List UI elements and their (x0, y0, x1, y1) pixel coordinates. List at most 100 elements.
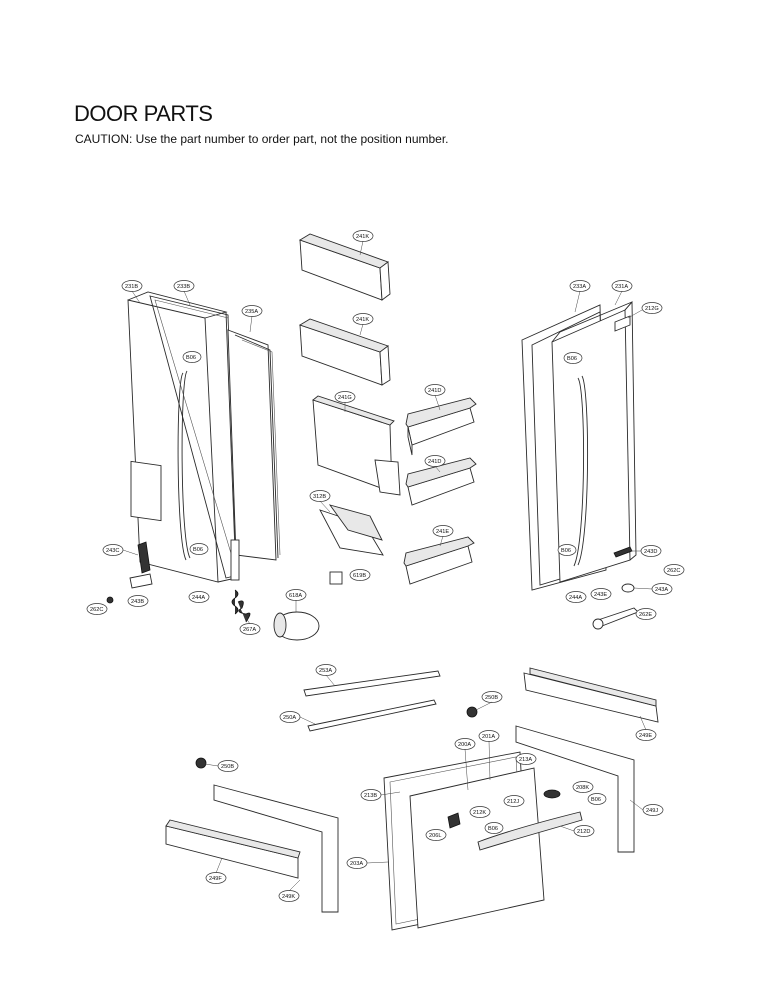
svg-text:241K: 241K (356, 317, 369, 323)
callout-312B: 312B (309, 490, 331, 502)
svg-text:244A: 244A (192, 595, 205, 601)
callout-243B: 243B (127, 595, 149, 607)
wrench-262E (592, 607, 639, 630)
callout-212G: 212G (641, 302, 663, 314)
callout-206L: 206L (425, 829, 447, 841)
svg-text:206L: 206L (429, 833, 441, 839)
svg-text:231A: 231A (615, 284, 628, 290)
right-door-outer-panel (551, 300, 637, 583)
bin-241E-bottom (403, 536, 475, 585)
hinge-243B (129, 573, 153, 589)
callout-B06-drawer: B06 (484, 822, 504, 834)
callout-262E: 262E (635, 608, 657, 620)
callout-244A-right: 244A (565, 591, 587, 603)
callout-B06-right-top: B06 (563, 352, 583, 364)
callout-203A: 203A (346, 857, 368, 869)
svg-text:213A: 213A (519, 757, 532, 763)
svg-text:253A: 253A (319, 668, 332, 674)
callout-212K: 212K (469, 806, 491, 818)
svg-text:244A: 244A (569, 595, 582, 601)
svg-text:241E: 241E (436, 529, 449, 535)
svg-text:243B: 243B (131, 599, 144, 605)
callout-B06-left-top: B06 (182, 351, 202, 363)
callout-243E: 243E (590, 588, 612, 600)
callout-250B-left: 250B (217, 760, 239, 772)
left-door-hinge-rod (230, 539, 240, 615)
callout-231A: 231A (611, 280, 633, 292)
svg-text:213B: 213B (364, 793, 377, 799)
callout-243C: 243C (102, 544, 124, 556)
page-title: DOOR PARTS (74, 101, 213, 126)
svg-text:212J: 212J (507, 799, 519, 805)
callout-233B: 233B (173, 280, 195, 292)
callout-253A: 253A (315, 664, 337, 676)
svg-text:B06: B06 (561, 548, 571, 554)
callout-213A: 213A (515, 753, 537, 765)
drawer-clip-212K (447, 812, 461, 829)
callout-213B: 213B (360, 789, 382, 801)
svg-text:262E: 262E (639, 612, 652, 618)
left-door-handle (177, 370, 191, 561)
screw-262C-left (106, 596, 114, 604)
rail-250A (307, 699, 437, 732)
bracket-619B (329, 571, 343, 585)
svg-text:249F: 249F (209, 876, 222, 882)
svg-text:249E: 249E (639, 733, 652, 739)
svg-text:250B: 250B (485, 695, 498, 701)
callout-262C-right: 262C (663, 564, 685, 576)
bin-241D-top (405, 397, 477, 456)
glide-250B-top (466, 706, 478, 718)
svg-text:312B: 312B (313, 494, 326, 500)
ice-chute-312B (319, 504, 384, 556)
svg-text:243D: 243D (644, 549, 657, 555)
callout-B06-drawer-right: B06 (587, 793, 607, 805)
callout-243D: 243D (640, 545, 662, 557)
callout-619B: 619B (349, 569, 371, 581)
callout-212J: 212J (503, 795, 525, 807)
hinge-243A (621, 583, 635, 593)
svg-text:200A: 200A (458, 742, 471, 748)
callout-262C-left: 262C (86, 603, 108, 615)
callout-249J: 249J (642, 804, 664, 816)
svg-text:241K: 241K (356, 234, 369, 240)
drawer-handle-212D (477, 811, 583, 851)
svg-text:618A: 618A (289, 593, 302, 599)
callout-241K-top: 241K (352, 230, 374, 242)
svg-text:241D: 241D (428, 388, 441, 394)
svg-text:243E: 243E (594, 592, 607, 598)
svg-text:249K: 249K (282, 894, 295, 900)
right-door-gasket-233A (521, 304, 607, 591)
svg-text:241G: 241G (338, 395, 352, 401)
leader-lines (122, 240, 653, 892)
svg-text:B06: B06 (186, 355, 196, 361)
svg-text:243C: 243C (106, 548, 119, 554)
callout-241K-mid: 241K (352, 313, 374, 325)
door-bin-upper (298, 233, 391, 301)
callout-233A: 233A (569, 280, 591, 292)
svg-text:B06: B06 (193, 547, 203, 553)
svg-text:241D: 241D (428, 459, 441, 465)
dispenser-shelf-241G (312, 395, 401, 496)
callout-212D: 212D (573, 825, 595, 837)
callout-618A: 618A (285, 589, 307, 601)
svg-text:262C: 262C (667, 568, 680, 574)
slide-rail-249E (523, 667, 659, 723)
svg-text:212D: 212D (577, 829, 590, 835)
callout-267A: 267A (239, 623, 261, 635)
spring-267A (237, 600, 251, 623)
motor-618A (273, 611, 320, 641)
svg-text:243A: 243A (655, 587, 668, 593)
svg-text:B06: B06 (488, 826, 498, 832)
callout-244A-left: 244A (188, 591, 210, 603)
svg-text:201A: 201A (482, 734, 495, 740)
callout-200A: 200A (454, 738, 476, 750)
svg-text:619B: 619B (353, 573, 366, 579)
caution-note: CAUTION: Use the part number to order pa… (75, 132, 449, 146)
glide-250B-left (195, 757, 207, 769)
svg-text:212G: 212G (645, 306, 659, 312)
svg-text:231B: 231B (125, 284, 138, 290)
callout-250A: 250A (279, 711, 301, 723)
left-door-liner (227, 329, 281, 561)
svg-text:B06: B06 (567, 356, 577, 362)
